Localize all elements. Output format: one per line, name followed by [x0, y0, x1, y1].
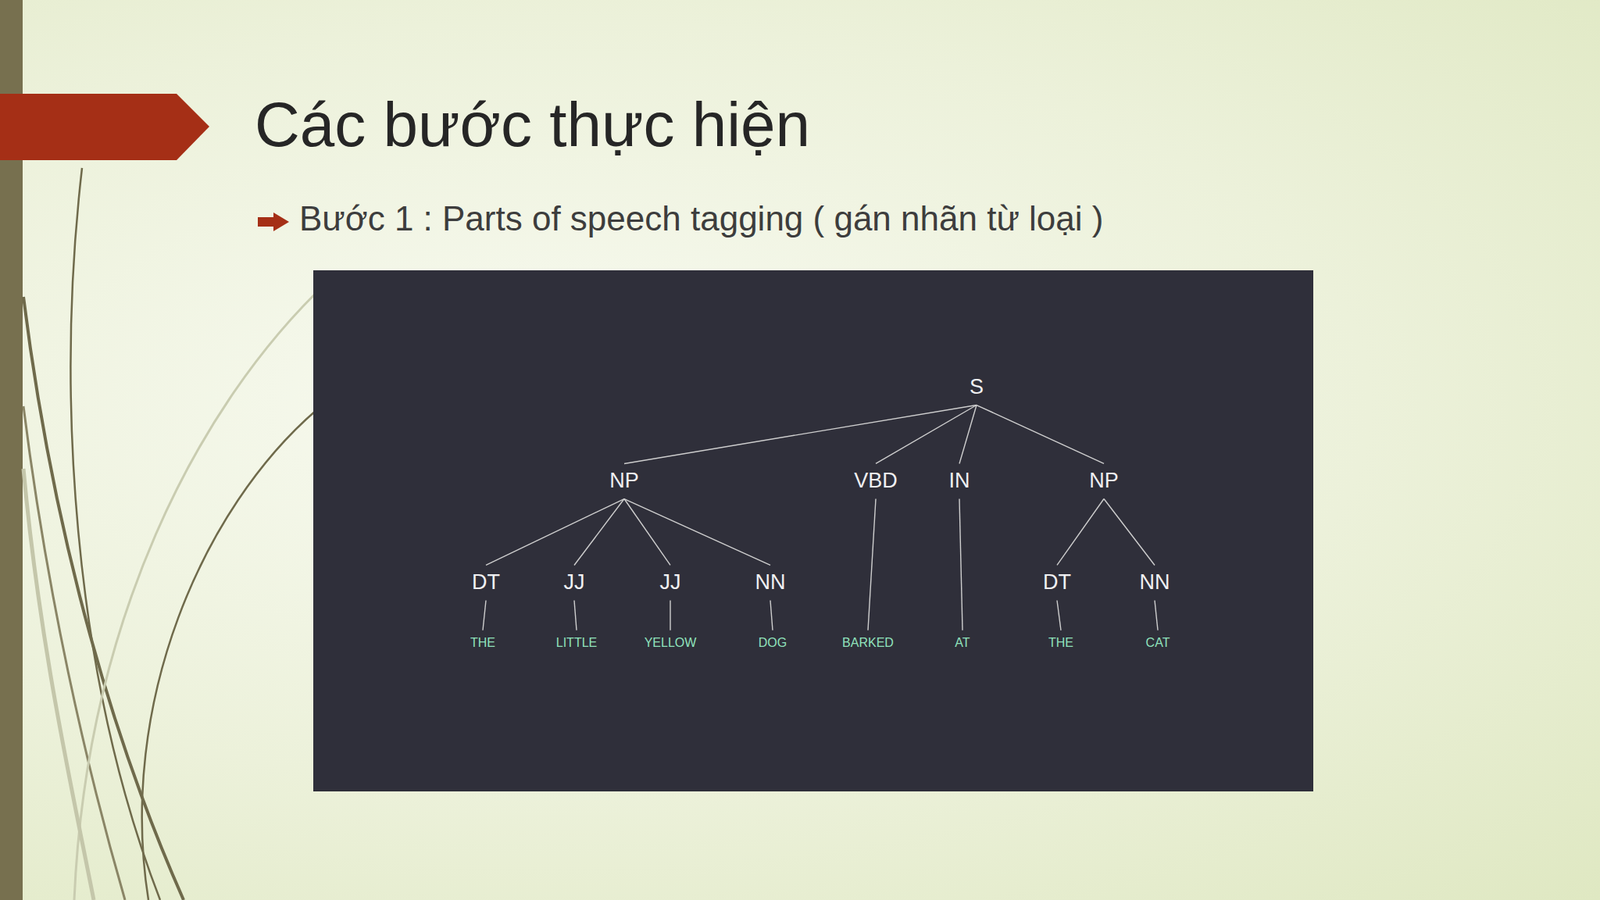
- tag-text: NP: [609, 468, 640, 493]
- word-label: LITTLE: [553, 635, 600, 651]
- word-text: THE: [1048, 635, 1074, 650]
- tag-text: NN: [755, 570, 786, 595]
- tag-label: S: [967, 374, 986, 400]
- grass-line: [74, 281, 329, 900]
- tree-branch: [1057, 499, 1104, 566]
- tag-text: IN: [949, 468, 971, 493]
- bullet-arrow-body: [257, 217, 274, 227]
- tag-label: DT: [1040, 569, 1074, 596]
- grass-line: [23, 468, 94, 900]
- tree-branch: [485, 499, 625, 566]
- tree-branch: [574, 600, 577, 631]
- tree-branch: [770, 600, 773, 631]
- tree-branch: [1057, 600, 1061, 631]
- tag-label: VBD: [851, 467, 900, 494]
- bullet-arrow: [257, 212, 290, 232]
- grass-line: [23, 406, 125, 900]
- bullet-text: Bước 1 : Parts of speech tagging ( gán n…: [299, 198, 1104, 240]
- tag-text: DT: [471, 570, 500, 595]
- tree-branch: [669, 600, 671, 631]
- tag-text: JJ: [660, 570, 682, 595]
- word-text: DOG: [758, 635, 787, 650]
- tree-branch: [1154, 600, 1158, 631]
- word-text: LITTLE: [556, 635, 597, 650]
- tag-label: NP: [607, 467, 642, 494]
- tree-branch: [482, 600, 486, 631]
- word-text: YELLOW: [644, 635, 697, 650]
- word-label: AT: [952, 635, 972, 651]
- word-text: BARKED: [842, 635, 894, 650]
- tree-branch: [867, 499, 876, 631]
- tree-branch: [574, 499, 625, 566]
- tag-label: DT: [469, 569, 503, 596]
- word-text: CAT: [1146, 635, 1171, 650]
- tag-label: NN: [1137, 569, 1173, 596]
- tag-text: NN: [1139, 570, 1171, 595]
- tag-label: NN: [753, 569, 789, 596]
- slide-title: Các bước thực hiện: [254, 90, 811, 160]
- tag-label: IN: [946, 467, 973, 494]
- bullet-arrow-head: [273, 212, 290, 232]
- word-label: BARKED: [839, 635, 897, 651]
- bullet-text: Bước 1 : Parts of speech tagging ( gán n…: [299, 198, 1104, 240]
- word-text: AT: [954, 635, 970, 650]
- word-text: THE: [470, 635, 496, 650]
- word-label: THE: [1046, 635, 1076, 651]
- tag-label: JJ: [657, 569, 684, 596]
- tag-label: NP: [1086, 467, 1122, 494]
- tag-text: VBD: [853, 468, 898, 493]
- tree-branch: [624, 405, 977, 465]
- tree-branch: [1103, 499, 1155, 566]
- grass-line: [23, 296, 184, 900]
- tree-branch: [959, 405, 977, 465]
- tree-branch: [624, 499, 771, 566]
- tree-branch: [875, 405, 977, 465]
- word-label: THE: [467, 635, 498, 651]
- tree-branch: [976, 405, 1104, 465]
- word-label: YELLOW: [642, 635, 700, 651]
- tag-text: NP: [1089, 468, 1119, 493]
- word-label: CAT: [1143, 635, 1173, 651]
- word-label: DOG: [756, 635, 790, 651]
- tag-text: JJ: [564, 570, 586, 595]
- tag-label: JJ: [561, 569, 588, 596]
- image-panel: [313, 270, 1314, 792]
- grass-line: [142, 410, 317, 900]
- tree-branch: [959, 499, 963, 631]
- tag-text: S: [969, 375, 984, 400]
- title-arrow: [0, 93, 210, 161]
- tag-text: DT: [1042, 570, 1072, 595]
